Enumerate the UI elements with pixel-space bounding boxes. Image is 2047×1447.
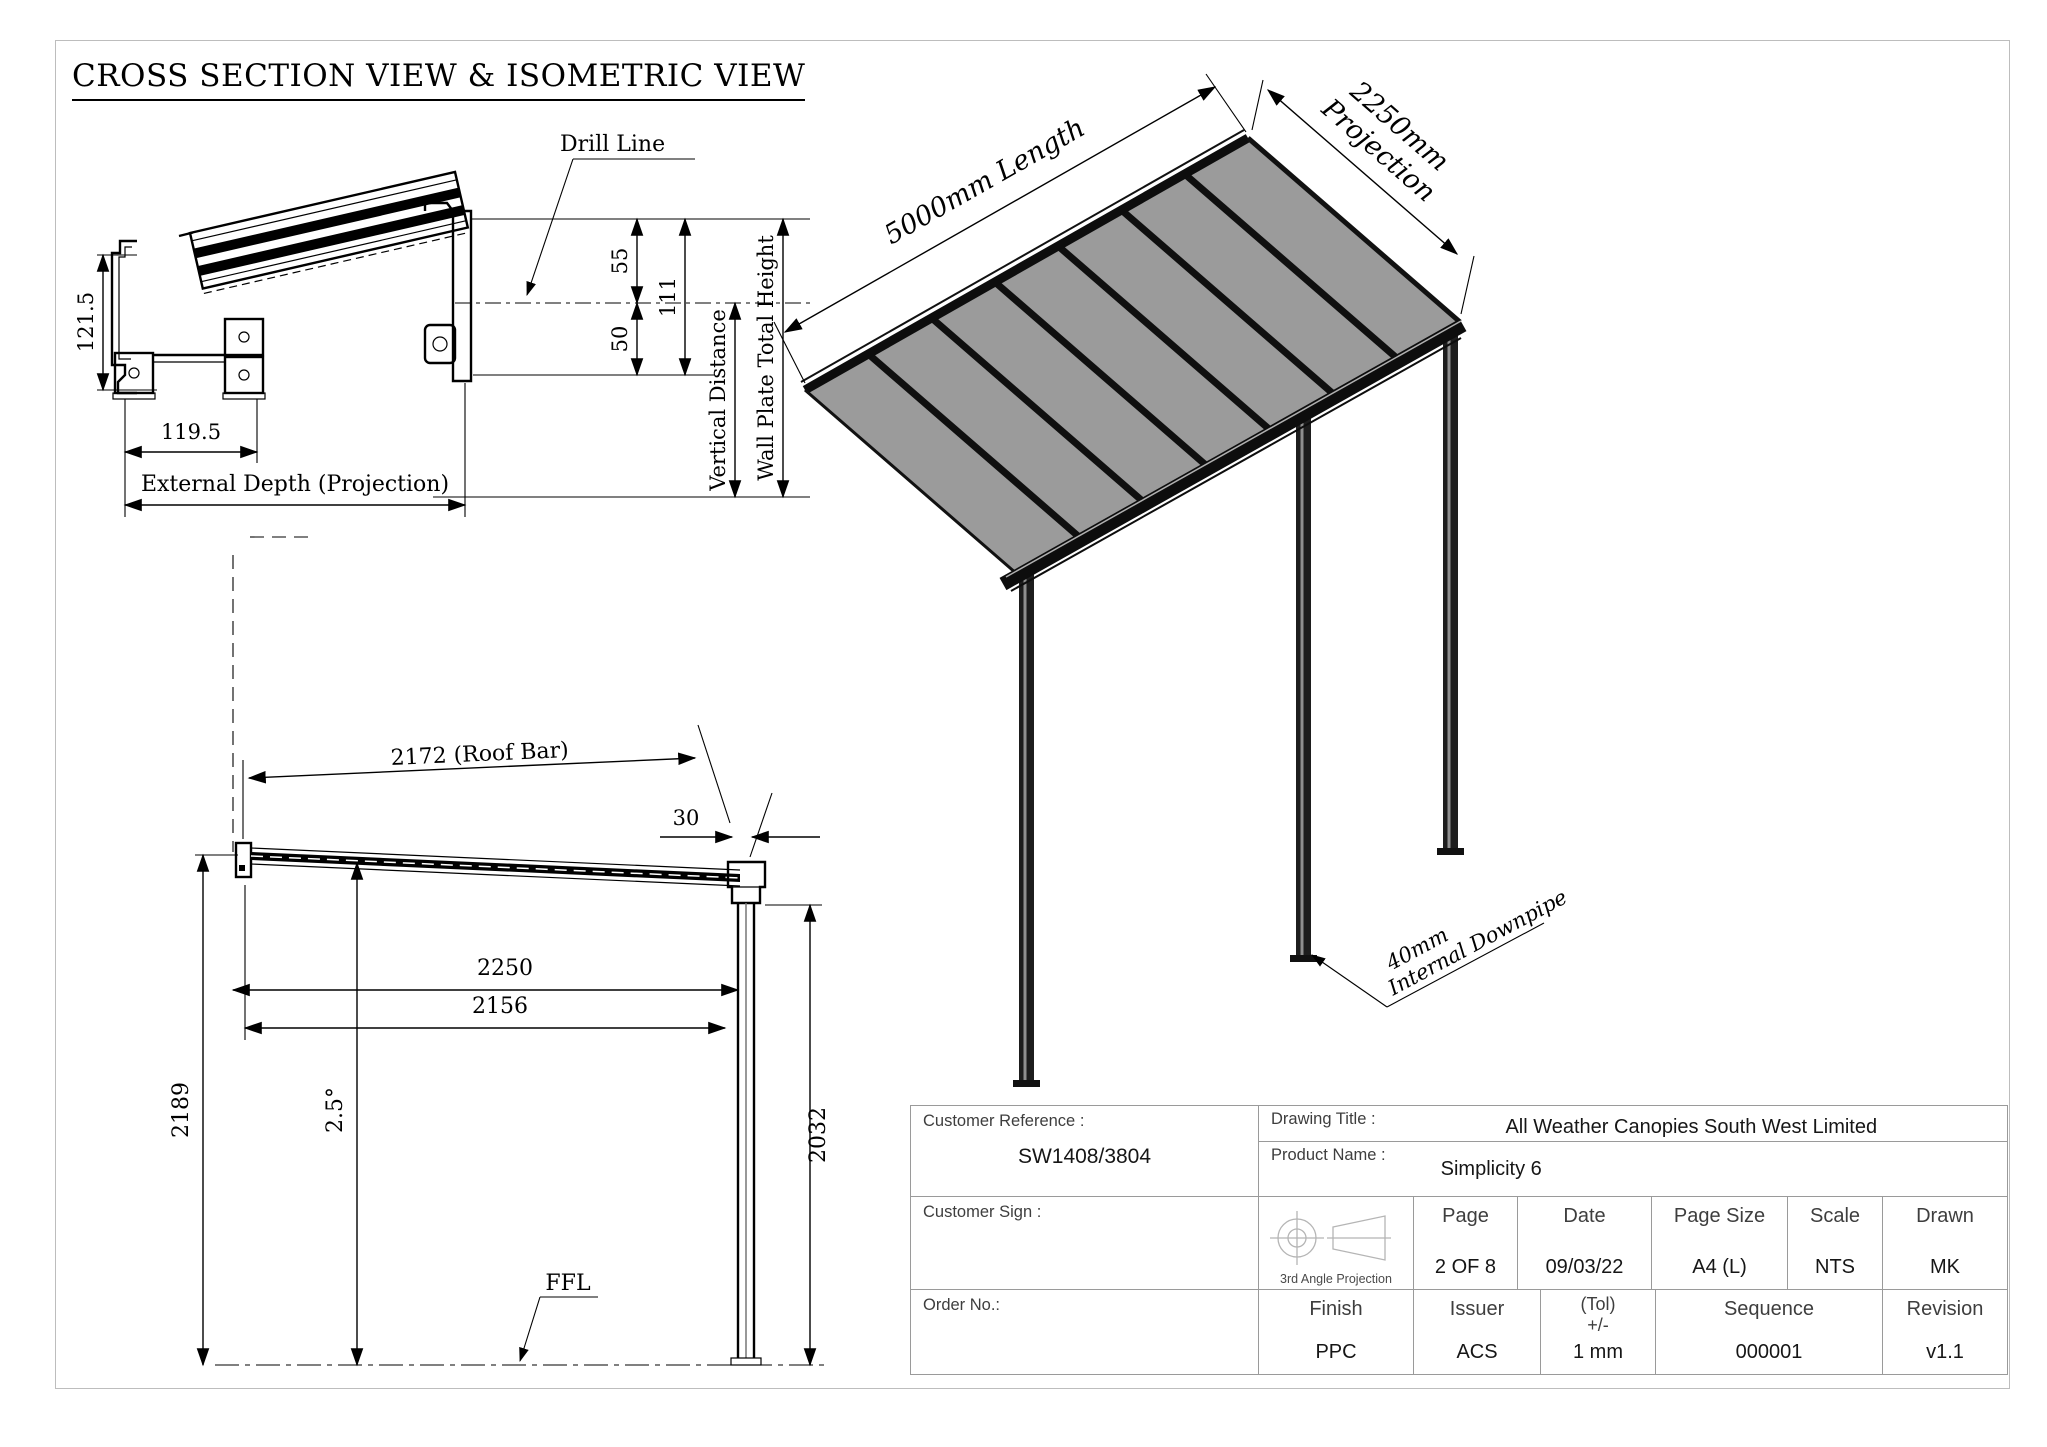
drawn-label: Drawn: [1916, 1205, 1974, 1227]
dim-119-5: 119.5: [161, 420, 221, 444]
dim-50: 50: [608, 326, 632, 353]
dim-length: 5000mm Length: [879, 112, 1090, 251]
drill-line-label: Drill Line: [560, 132, 665, 157]
drawing-title-label: Drawing Title :: [1271, 1110, 1376, 1128]
product-name-value: Simplicity 6: [1440, 1158, 1542, 1180]
finish-value: PPC: [1315, 1341, 1357, 1363]
dim-121-5: 121.5: [74, 292, 98, 352]
scale-cell: Scale NTS: [1788, 1197, 1883, 1289]
product-name-label: Product Name :: [1271, 1146, 1386, 1164]
sheet-border: [55, 40, 2010, 1389]
customer-reference-label: Customer Reference :: [923, 1112, 1085, 1130]
drawn-value: MK: [1930, 1256, 1960, 1278]
revision-value: v1.1: [1926, 1341, 1964, 1363]
roof-bar-side: [250, 847, 741, 887]
roof-rafters: [866, 171, 1399, 541]
customer-sign-label: Customer Sign :: [923, 1203, 1042, 1221]
post-middle: [1290, 408, 1317, 962]
page-title: CROSS SECTION VIEW & ISOMETRIC VIEW: [72, 58, 806, 101]
post-right: [1437, 325, 1464, 855]
page-cell: Page 2 OF 8: [1414, 1197, 1518, 1289]
dim-vertical-distance: Vertical Distance: [706, 309, 730, 492]
revision-label: Revision: [1906, 1298, 1984, 1320]
dim-2032: 2032: [806, 1107, 831, 1163]
cross-section-view: Drill Line 55 111 50 Vertical Distance W…: [74, 132, 810, 517]
dim-roof-bar: 2172 (Roof Bar): [390, 738, 569, 771]
dim-2156: 2156: [472, 994, 528, 1019]
tolerance-label-2: +/-: [1587, 1315, 1609, 1335]
finish-label: Finish: [1309, 1298, 1363, 1320]
finish-cell: Finish PPC: [1259, 1290, 1414, 1374]
issuer-value: ACS: [1456, 1341, 1498, 1363]
issuer-label: Issuer: [1449, 1298, 1505, 1320]
dim-55: 55: [608, 248, 632, 275]
date-label: Date: [1563, 1205, 1606, 1227]
isometric-view: 5000mm Length 2250mm Projection 40mm Int…: [773, 73, 1571, 1087]
sequence-cell: Sequence 000001: [1656, 1290, 1883, 1374]
customer-reference-value: SW1408/3804: [1017, 1145, 1152, 1168]
wall-bracket: [234, 841, 253, 879]
left-edge: [804, 388, 1018, 576]
third-angle-projection-cell: 3rd Angle Projection: [1259, 1197, 1414, 1289]
page-size-label: Page Size: [1673, 1205, 1766, 1227]
third-angle-projection-icon: [1270, 1211, 1391, 1265]
side-elevation-view: 2172 (Roof Bar) 30 2250 2156 2189 2.5° 2…: [169, 536, 831, 1367]
scale-label: Scale: [1809, 1205, 1861, 1227]
date-value: 09/03/22: [1545, 1256, 1624, 1278]
projection-caption: 3rd Angle Projection: [1280, 1272, 1392, 1286]
dim-2189: 2189: [169, 1082, 194, 1138]
ffl-label: FFL: [545, 1271, 591, 1296]
drawn-cell: Drawn MK: [1883, 1197, 2007, 1289]
date-cell: Date 09/03/22: [1518, 1197, 1652, 1289]
roof-bar-profile: [178, 170, 470, 294]
dim-30: 30: [673, 806, 700, 830]
title-block: Customer Reference : SW1408/3804 Drawing…: [910, 1105, 2008, 1375]
tolerance-value: 1 mm: [1573, 1341, 1623, 1363]
drawing-title-value: All Weather Canopies South West Limited: [1505, 1116, 1878, 1138]
wall-plate-profile: [423, 201, 473, 383]
revision-cell: Revision v1.1: [1883, 1290, 2007, 1374]
page-size-cell: Page Size A4 (L): [1652, 1197, 1788, 1289]
order-no-cell: Order No.:: [911, 1290, 1259, 1374]
product-name-cell: Product Name : Simplicity 6: [1259, 1142, 2007, 1196]
page-value: 2 OF 8: [1434, 1256, 1497, 1278]
post-side: [730, 903, 762, 1366]
tolerance-cell: (Tol) +/- 1 mm: [1541, 1290, 1656, 1374]
tolerance-label-1: (Tol): [1580, 1294, 1616, 1314]
customer-reference-cell: Customer Reference : SW1408/3804: [911, 1106, 1259, 1196]
bracket-right-lower: [223, 355, 265, 395]
sequence-label: Sequence: [1723, 1298, 1815, 1320]
issuer-cell: Issuer ACS: [1414, 1290, 1541, 1374]
order-no-label: Order No.:: [923, 1296, 1001, 1314]
dim-wall-plate-total-height: Wall Plate Total Height: [754, 235, 778, 481]
page-label: Page: [1442, 1205, 1489, 1227]
scale-value: NTS: [1815, 1256, 1855, 1278]
bracket-right-upper: [223, 317, 265, 357]
gutter-beam: [999, 318, 1467, 592]
customer-sign-cell: Customer Sign :: [911, 1197, 1259, 1289]
dim-external-depth: External Depth (Projection): [141, 472, 449, 497]
dim-angle: 2.5°: [323, 1087, 348, 1133]
dim-2250: 2250: [477, 956, 533, 981]
dim-111: 111: [656, 277, 680, 317]
wall-channel-profile: [110, 239, 137, 395]
drawing-title-cell: Drawing Title : All Weather Canopies Sou…: [1259, 1106, 2007, 1142]
post-left: [1013, 565, 1040, 1087]
page-size-value: A4 (L): [1692, 1256, 1747, 1278]
sequence-value: 000001: [1735, 1341, 1803, 1363]
